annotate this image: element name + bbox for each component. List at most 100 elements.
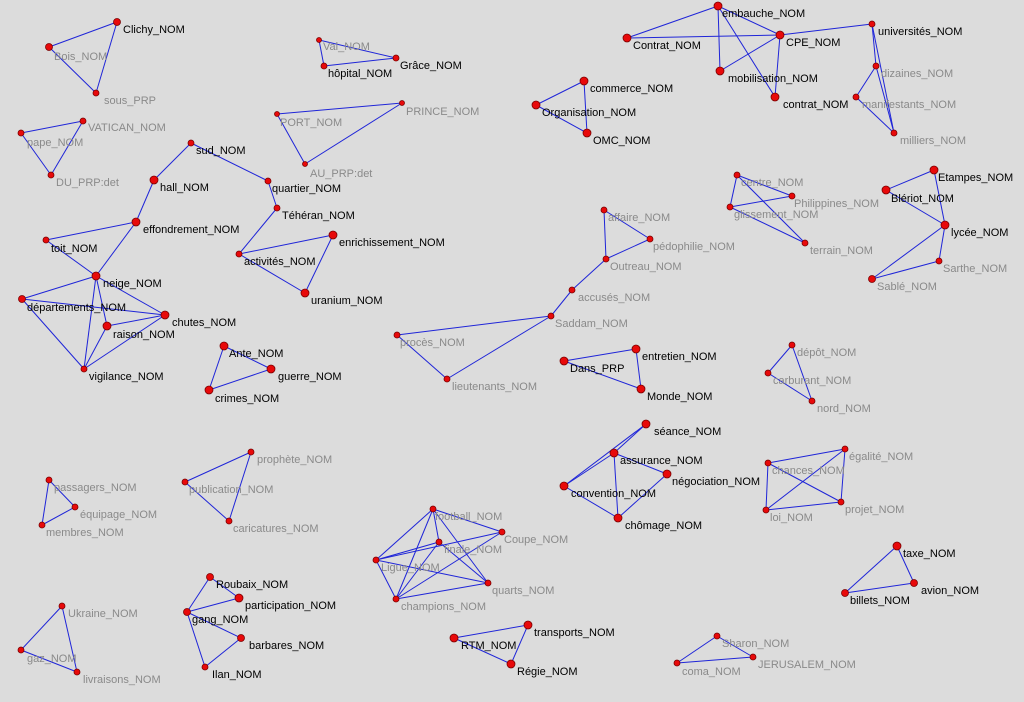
node-embauche[interactable] [713,1,723,11]
node-cpe[interactable] [775,30,785,40]
node-ukraine[interactable] [58,602,66,610]
node-sarthe[interactable] [935,257,943,265]
node-du[interactable] [47,171,55,179]
node-avion[interactable] [910,579,918,587]
node-vigilance[interactable] [80,365,88,373]
node-egalite[interactable] [841,445,849,453]
node-uranium[interactable] [300,288,310,298]
node-bleriot[interactable] [881,185,891,195]
node-saddam[interactable] [547,312,555,320]
node-gang[interactable] [183,608,191,616]
node-lieutenants[interactable] [443,375,451,383]
node-crimes[interactable] [204,385,214,395]
node-effondrement[interactable] [131,217,141,227]
node-loi[interactable] [762,506,770,514]
node-proces[interactable] [393,331,401,339]
node-jerusalem[interactable] [749,653,757,661]
node-billets[interactable] [841,589,849,597]
node-raison[interactable] [102,321,112,331]
node-commerce[interactable] [579,76,589,86]
node-prophete[interactable] [247,448,255,456]
node-vatican[interactable] [79,117,87,125]
node-omc[interactable] [582,128,592,138]
node-bois[interactable] [45,43,53,51]
node-activites[interactable] [235,250,243,258]
node-champions[interactable] [392,595,400,603]
node-taxe[interactable] [892,541,902,551]
node-football[interactable] [429,505,437,513]
node-enrichissement[interactable] [328,230,338,240]
node-depot[interactable] [788,341,796,349]
node-barbares[interactable] [237,634,245,642]
node-ligue[interactable] [372,556,380,564]
node-sharon[interactable] [713,632,721,640]
node-departements[interactable] [18,295,26,303]
node-equipage[interactable] [71,503,79,511]
node-toit[interactable] [42,236,50,244]
node-negociation[interactable] [662,469,672,479]
node-neige[interactable] [91,271,101,281]
node-pape[interactable] [17,129,25,137]
node-grace[interactable] [392,54,400,62]
node-prince[interactable] [399,100,405,106]
node-centre[interactable] [733,171,741,179]
node-ante[interactable] [219,341,229,351]
node-sous[interactable] [92,89,100,97]
node-outreau[interactable] [602,255,610,263]
node-hall[interactable] [149,175,159,185]
node-publication[interactable] [181,478,189,486]
node-passagers[interactable] [45,476,53,484]
node-caricatures[interactable] [225,517,233,525]
node-teheran[interactable] [273,204,281,212]
node-convention[interactable] [559,481,569,491]
node-port[interactable] [274,111,280,117]
node-projet[interactable] [837,498,845,506]
node-lycee[interactable] [940,220,950,230]
node-dizaines[interactable] [872,62,880,70]
node-val[interactable] [316,37,322,43]
node-sud[interactable] [187,139,195,147]
node-rtm[interactable] [449,633,459,643]
node-quarts[interactable] [484,579,492,587]
node-monde[interactable] [636,384,646,394]
node-nord[interactable] [808,397,816,405]
node-auprp[interactable] [302,161,308,167]
node-pedophilie[interactable] [646,235,654,243]
node-universites[interactable] [868,20,876,28]
node-affaire[interactable] [600,206,608,214]
node-guerre[interactable] [266,364,276,374]
node-organisation[interactable] [531,100,541,110]
node-quartier[interactable] [264,177,272,185]
node-glissement[interactable] [726,203,734,211]
node-dans[interactable] [559,356,569,366]
node-transports[interactable] [523,620,533,630]
node-chances[interactable] [764,459,772,467]
node-terrain[interactable] [801,239,809,247]
node-milliers[interactable] [890,129,898,137]
node-contrat_cap[interactable] [622,33,632,43]
node-accuses[interactable] [568,286,576,294]
node-assurance[interactable] [609,448,619,458]
node-participation[interactable] [234,593,244,603]
node-gaz[interactable] [17,646,25,654]
node-manifestants[interactable] [852,93,860,101]
node-etampes[interactable] [929,165,939,175]
node-contrat[interactable] [770,92,780,102]
node-coma[interactable] [673,659,681,667]
node-philippines[interactable] [788,192,796,200]
node-chomage[interactable] [613,513,623,523]
node-roubaix[interactable] [206,573,214,581]
node-entretien[interactable] [631,344,641,354]
node-sable[interactable] [868,275,876,283]
node-coupe[interactable] [498,528,506,536]
node-finale[interactable] [435,538,443,546]
node-mobilisation[interactable] [715,66,725,76]
node-hopital[interactable] [320,62,328,70]
node-clichy[interactable] [113,18,121,26]
node-seance[interactable] [641,419,651,429]
node-membres[interactable] [38,521,46,529]
node-regie[interactable] [506,659,516,669]
node-livraisons[interactable] [73,668,81,676]
node-ilan[interactable] [201,663,209,671]
node-chutes[interactable] [160,310,170,320]
